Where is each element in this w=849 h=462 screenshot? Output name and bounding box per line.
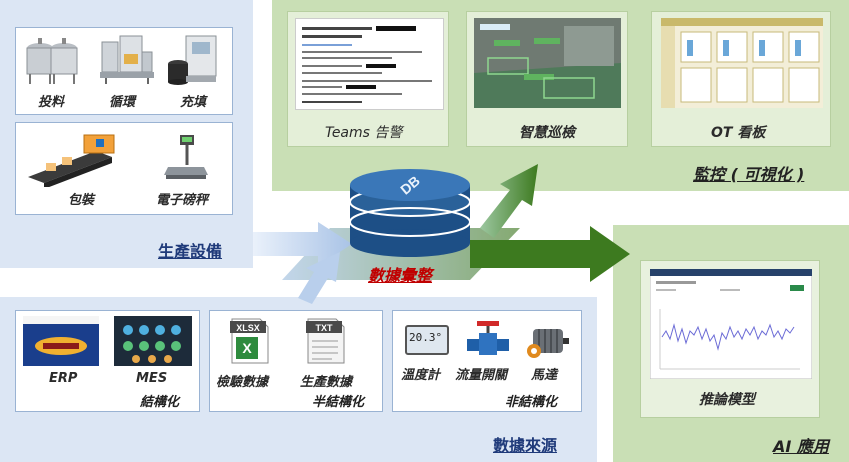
monitoring-label-teams: Teams 告警 — [325, 125, 403, 141]
motor-icon — [527, 329, 569, 358]
xlsx-file-icon: XLSX X — [230, 318, 269, 364]
ot-dashboard-card: OT 看板 — [651, 11, 831, 147]
inference-series-line — [661, 323, 795, 351]
electronic-scale-icon — [164, 135, 208, 179]
monitoring-label-ot: OT 看板 — [711, 125, 766, 141]
equipment-label-scale: 電子磅秤 — [156, 193, 209, 208]
smart-inspection-card: 智慧巡檢 — [466, 11, 628, 147]
database-icon: DB — [349, 169, 471, 257]
source-label-motor: 馬達 — [531, 368, 558, 383]
monitoring-title: 監控 ( 可視化 ) — [693, 165, 805, 184]
source-label-inspection-data: 檢驗數據 — [216, 375, 269, 390]
equipment-label-packaging: 包裝 — [68, 193, 95, 208]
semi-structured-card: XLSX X TXT 檢驗數據 生產數據 半結構化 — [209, 310, 383, 412]
ot-dashboard-screenshot — [661, 18, 823, 108]
unstructured-card: 20.3° 溫度計 流量開關 馬達 非結構化 — [392, 310, 582, 412]
structured-card: ERP MES 結構化 — [15, 310, 200, 412]
equipment-label-feeding: 投料 — [38, 95, 65, 110]
equipment-label-filling: 充填 — [180, 95, 207, 110]
conveyor-icon — [28, 134, 115, 187]
source-label-flow-switch: 流量開關 — [455, 368, 508, 383]
thermometer-icon: 20.3° — [405, 325, 449, 355]
teams-alert-screenshot — [295, 18, 444, 110]
source-label-production-data: 生產數據 — [300, 375, 353, 390]
xlsx-file-label: XLSX — [236, 323, 260, 333]
svg-text:X: X — [242, 340, 252, 356]
semi-structured-category: 半結構化 — [312, 395, 365, 410]
ai-application-title: AI 應用 — [773, 437, 829, 456]
arrow-hub-to-monitoring — [480, 164, 538, 238]
source-label-erp: ERP — [49, 371, 78, 386]
inference-chart-screenshot — [650, 269, 812, 379]
filling-machine-icon — [168, 35, 217, 85]
inspection-camera-view — [474, 18, 621, 108]
circulation-machine-icon — [100, 35, 154, 84]
structured-category: 結構化 — [140, 395, 180, 410]
unstructured-category: 非結構化 — [505, 395, 558, 410]
flow-switch-icon — [467, 321, 509, 355]
txt-file-label: TXT — [316, 323, 334, 333]
erp-screenshot — [23, 316, 99, 366]
arrow-equipment-to-hub — [253, 222, 352, 266]
mes-screenshot — [114, 316, 192, 366]
equipment-card-2: 包裝 電子磅秤 — [15, 122, 233, 215]
arrow-sources-to-hub — [298, 252, 340, 304]
txt-file-icon: TXT — [306, 318, 345, 364]
equipment-card-1: 投料 循環 充填 — [15, 27, 233, 115]
data-sources-title: 數據來源 — [493, 436, 558, 455]
alert-message-lines — [302, 26, 432, 103]
inference-model-card: 推論模型 — [640, 260, 820, 418]
source-label-thermometer: 溫度計 — [401, 368, 441, 383]
source-label-mes: MES — [136, 371, 168, 386]
ai-label-inference: 推論模型 — [699, 392, 755, 408]
mixing-tank-icon — [26, 38, 78, 84]
production-equipment-title: 生產設備 — [158, 242, 223, 261]
hub-title: 數據彙整 — [368, 266, 433, 285]
arrow-hub-to-ai — [470, 226, 630, 282]
thermometer-reading: 20.3° — [409, 331, 443, 344]
equipment-label-circulation: 循環 — [109, 95, 136, 110]
teams-alert-card: Teams 告警 — [287, 11, 449, 147]
monitoring-label-inspection: 智慧巡檢 — [519, 125, 575, 141]
